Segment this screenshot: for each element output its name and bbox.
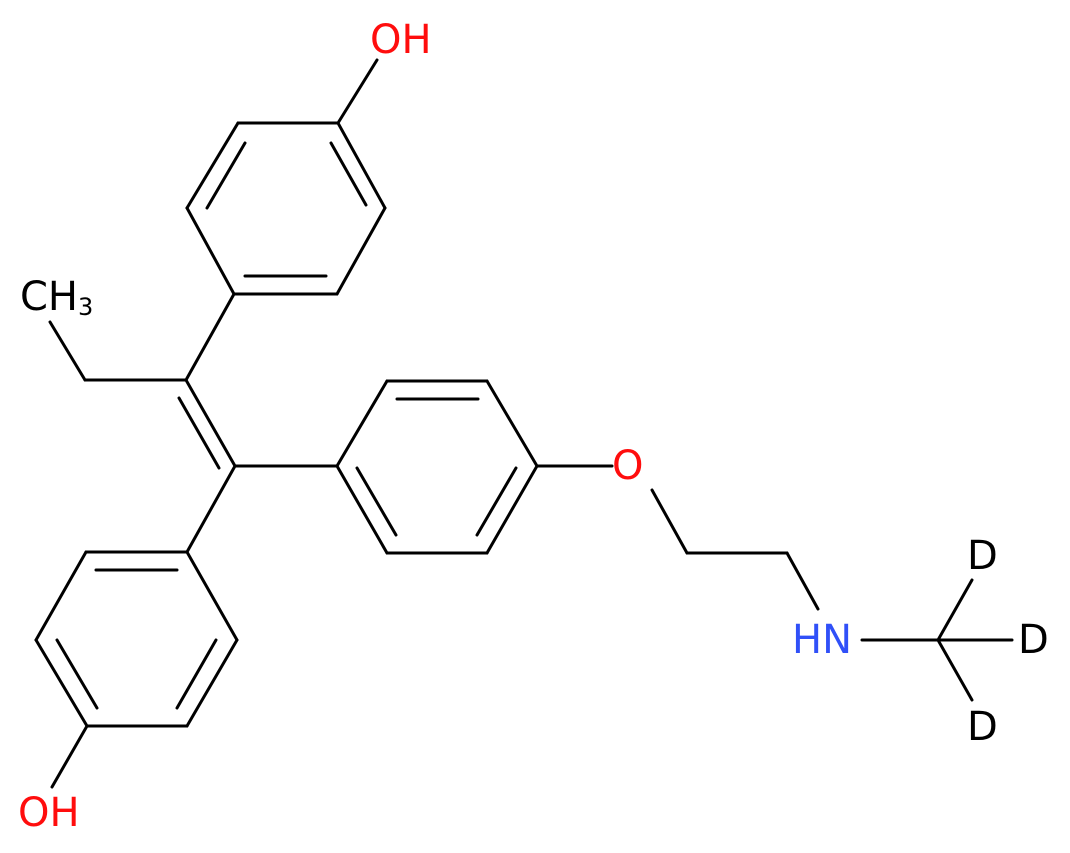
bond (184, 378, 237, 468)
bond (48, 320, 87, 382)
bond (336, 58, 379, 125)
bond (50, 724, 89, 789)
bond (177, 396, 221, 470)
bond (335, 379, 389, 468)
bond (650, 488, 689, 555)
bottom-phenol-ring (34, 550, 239, 728)
bond (185, 638, 239, 728)
bond (936, 638, 974, 702)
bond (329, 141, 368, 207)
bond (785, 551, 820, 611)
bond (336, 121, 387, 210)
deuterium-top-label: D (967, 533, 998, 579)
aminoethoxy-chain (535, 464, 1014, 702)
bond (185, 550, 239, 642)
deuterium-right-label: D (1018, 617, 1049, 663)
bond (485, 379, 539, 468)
bond (34, 638, 89, 728)
methyl-label-subscript: 3 (78, 293, 93, 321)
bond (205, 141, 247, 210)
bond (335, 464, 389, 555)
alkene-core (48, 292, 339, 554)
bond (184, 292, 236, 382)
hydroxyl-top-label: OH (370, 17, 432, 63)
bond (185, 121, 240, 210)
bond (34, 550, 88, 642)
bond (475, 466, 518, 537)
deuterium-bottom-label: D (967, 704, 998, 750)
bond (355, 466, 398, 537)
methyl-label: CH3 (20, 274, 93, 321)
bond (175, 638, 218, 710)
bond (185, 464, 237, 554)
top-phenol-ring (185, 121, 387, 296)
bond (55, 638, 99, 710)
middle-phenyl-ring (335, 379, 539, 555)
bond (485, 464, 539, 555)
bond (335, 206, 387, 296)
ether-oxygen-label: O (612, 443, 643, 489)
amine-nh-label: HN (792, 617, 852, 663)
hydroxyl-bottom-label: OH (18, 790, 80, 836)
bond (185, 206, 236, 296)
methyl-label-main: CH (20, 274, 78, 320)
bond (936, 578, 974, 642)
